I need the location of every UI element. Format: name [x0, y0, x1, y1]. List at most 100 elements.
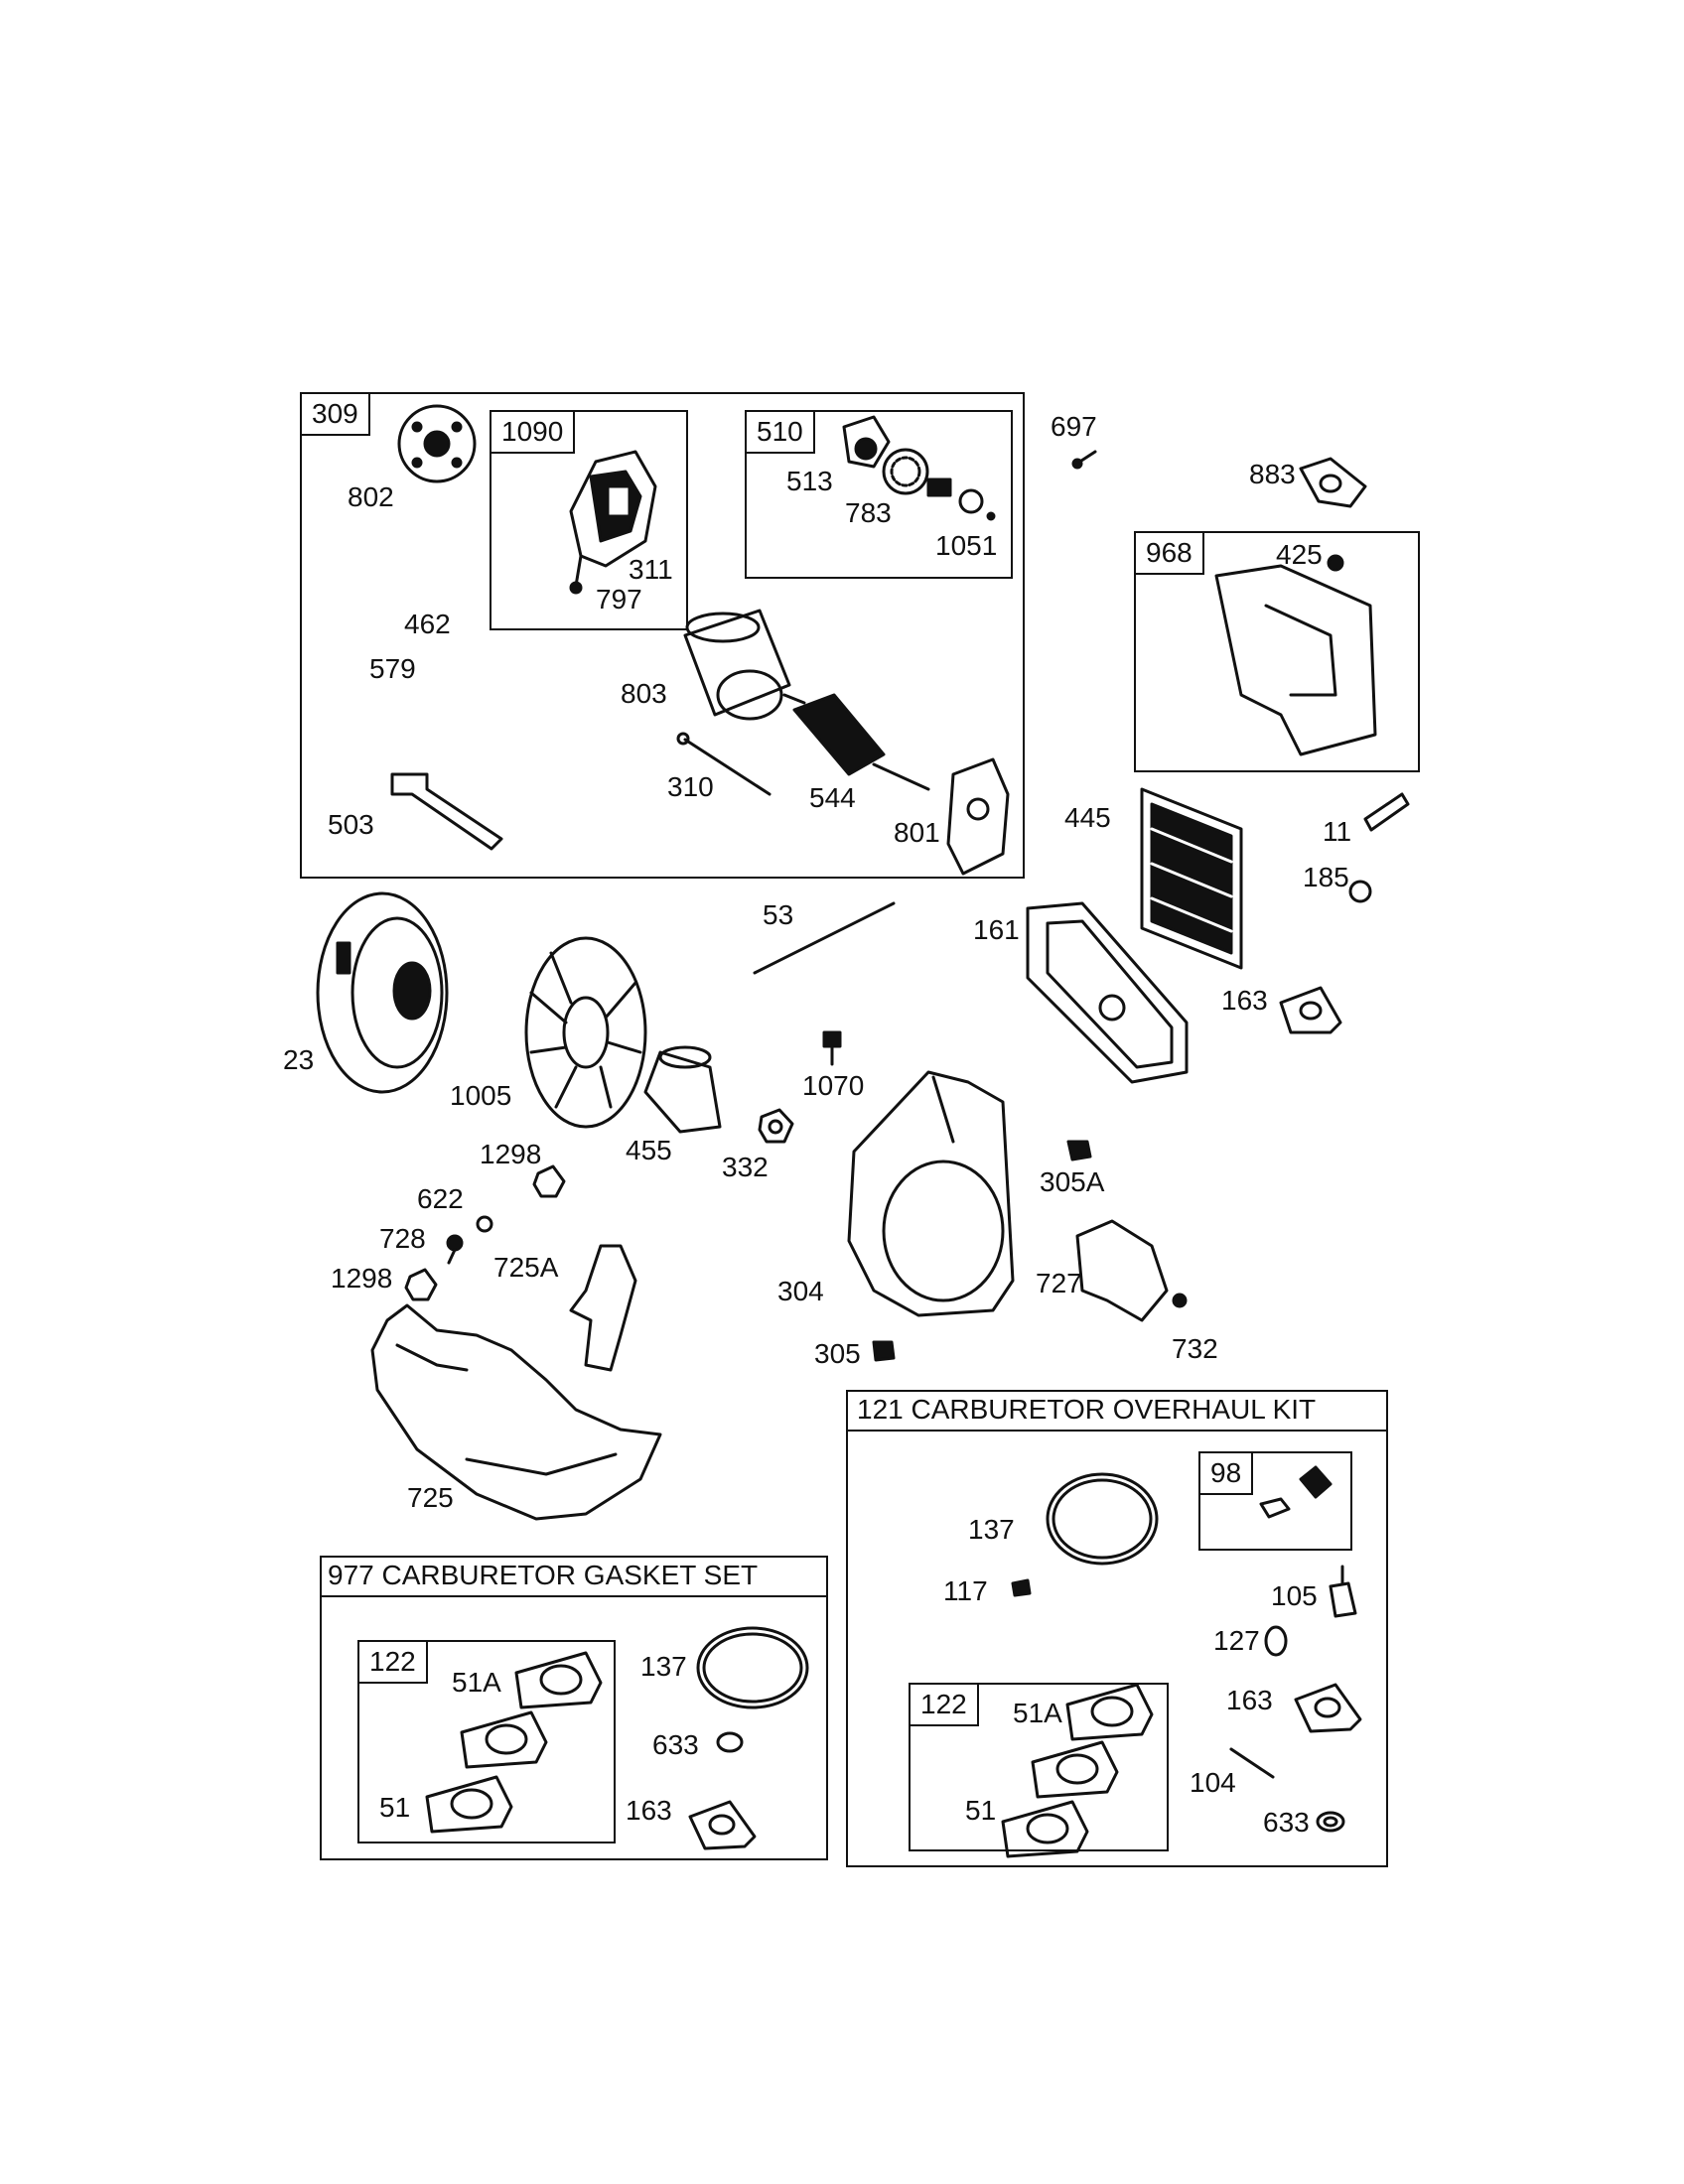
part-label-163-overhaul-kit: 163: [1226, 1685, 1273, 1715]
part-label-1298-upper: 1298: [480, 1139, 542, 1169]
part-310-drawing: [676, 732, 772, 796]
part-label-304: 304: [777, 1276, 824, 1306]
part-510-drawing: [842, 415, 996, 521]
kit-1090-label: 1090: [490, 410, 576, 454]
part-label-633-gasket-set: 633: [652, 1729, 699, 1760]
part-801-drawing: [946, 757, 1010, 876]
part-label-725A: 725A: [493, 1252, 559, 1283]
part-label-161: 161: [973, 914, 1020, 945]
part-label-462: 462: [404, 609, 451, 639]
part-725-drawing: [370, 1303, 662, 1521]
part-622-drawing: [476, 1215, 493, 1233]
kit-121-titlebar: [846, 1390, 1388, 1432]
kit-98-label: 98: [1198, 1451, 1254, 1495]
kit-122b-frame: [909, 1683, 1169, 1851]
kit-1090-frame: [490, 410, 688, 630]
part-label-455: 455: [626, 1135, 672, 1165]
part-label-1051: 1051: [935, 530, 998, 561]
part-label-783: 783: [845, 497, 892, 528]
part-label-725: 725: [407, 1482, 454, 1513]
part-1070-drawing: [822, 1030, 842, 1066]
part-1090-drawing: [569, 450, 657, 595]
part-445-drawing: [1140, 787, 1243, 970]
part-label-105: 105: [1271, 1580, 1318, 1611]
part-label-513: 513: [786, 466, 833, 496]
part-label-728: 728: [379, 1223, 426, 1254]
kit-977-frame: [320, 1556, 828, 1860]
part-label-727: 727: [1036, 1268, 1082, 1298]
part-1298b-drawing: [404, 1268, 438, 1301]
part-label-163-upper: 163: [1221, 985, 1268, 1016]
part-label-1298-lower: 1298: [331, 1263, 393, 1294]
part-label-51-gasket-set: 51: [379, 1792, 411, 1823]
part-label-117: 117: [943, 1575, 988, 1606]
kit-309-frame: [300, 392, 1025, 879]
part-53-drawing: [753, 901, 896, 975]
part-332-drawing: [758, 1108, 794, 1144]
kit-977-drawings: [425, 1626, 809, 1850]
part-label-185: 185: [1303, 862, 1349, 892]
part-185-drawing: [1348, 880, 1372, 903]
part-label-51A-overhaul-kit: 51A: [1013, 1698, 1062, 1728]
part-label-503: 503: [328, 809, 374, 840]
part-968-drawing: [1214, 554, 1377, 756]
part-697-drawing: [1071, 450, 1097, 470]
part-label-425: 425: [1276, 539, 1323, 570]
part-label-11: 11: [1323, 816, 1352, 847]
part-label-622: 622: [417, 1183, 464, 1214]
kit-121-drawings: [1001, 1465, 1362, 1858]
part-161-drawing: [1026, 901, 1189, 1084]
part-305-drawing: [872, 1340, 896, 1362]
part-label-23: 23: [283, 1044, 315, 1075]
part-label-163-gasket-set: 163: [626, 1795, 672, 1826]
part-label-1070: 1070: [802, 1070, 865, 1101]
part-11-drawing: [1363, 792, 1410, 832]
part-label-51A-gasket-set: 51A: [452, 1667, 501, 1698]
part-728-drawing: [446, 1234, 464, 1265]
part-label-802: 802: [348, 481, 394, 512]
part-label-1005: 1005: [450, 1080, 512, 1111]
part-305A-drawing: [1066, 1140, 1092, 1161]
part-label-305A: 305A: [1040, 1166, 1105, 1197]
part-label-803: 803: [621, 678, 667, 709]
part-802-drawing: [397, 404, 477, 483]
part-727-drawing: [1075, 1219, 1169, 1322]
part-label-310: 310: [667, 771, 714, 802]
part-label-797: 797: [596, 584, 642, 614]
kit-977-title: 977 CARBURETOR GASKET SET: [328, 1560, 759, 1590]
part-304-drawing: [847, 1070, 1015, 1317]
kit-98-frame: [1198, 1451, 1352, 1551]
kit-968-frame: [1134, 531, 1420, 772]
kit-977-titlebar: [320, 1556, 828, 1597]
part-455-drawing: [643, 1045, 722, 1134]
part-label-305: 305: [814, 1338, 861, 1369]
part-503-drawing: [390, 772, 503, 851]
part-23-drawing: [316, 891, 449, 1094]
part-1005-drawing: [524, 936, 647, 1129]
part-label-732: 732: [1172, 1333, 1218, 1364]
kit-122a-label: 122: [357, 1640, 428, 1684]
kit-510-frame: [745, 410, 1013, 579]
part-label-801: 801: [894, 817, 940, 848]
kit-122b-label: 122: [909, 1683, 979, 1726]
part-label-104: 104: [1190, 1767, 1236, 1798]
part-163-drawing: [1279, 986, 1342, 1034]
part-1298a-drawing: [532, 1164, 566, 1198]
part-label-697: 697: [1051, 411, 1097, 442]
part-label-332: 332: [722, 1152, 769, 1182]
part-label-137-overhaul-kit: 137: [968, 1514, 1015, 1545]
part-725A-drawing: [569, 1244, 637, 1372]
part-label-137-gasket-set: 137: [640, 1651, 687, 1682]
kit-121-title: 121 CARBURETOR OVERHAUL KIT: [857, 1394, 1317, 1425]
part-label-51-overhaul-kit: 51: [965, 1795, 997, 1826]
part-label-445: 445: [1064, 802, 1111, 833]
part-label-127: 127: [1213, 1625, 1260, 1656]
part-label-544: 544: [809, 782, 856, 813]
part-label-883: 883: [1249, 459, 1296, 489]
kit-968-label: 968: [1134, 531, 1204, 575]
part-label-633-overhaul-kit: 633: [1263, 1807, 1310, 1838]
kit-122a-frame: [357, 1640, 616, 1843]
part-544-drawing: [782, 693, 930, 791]
